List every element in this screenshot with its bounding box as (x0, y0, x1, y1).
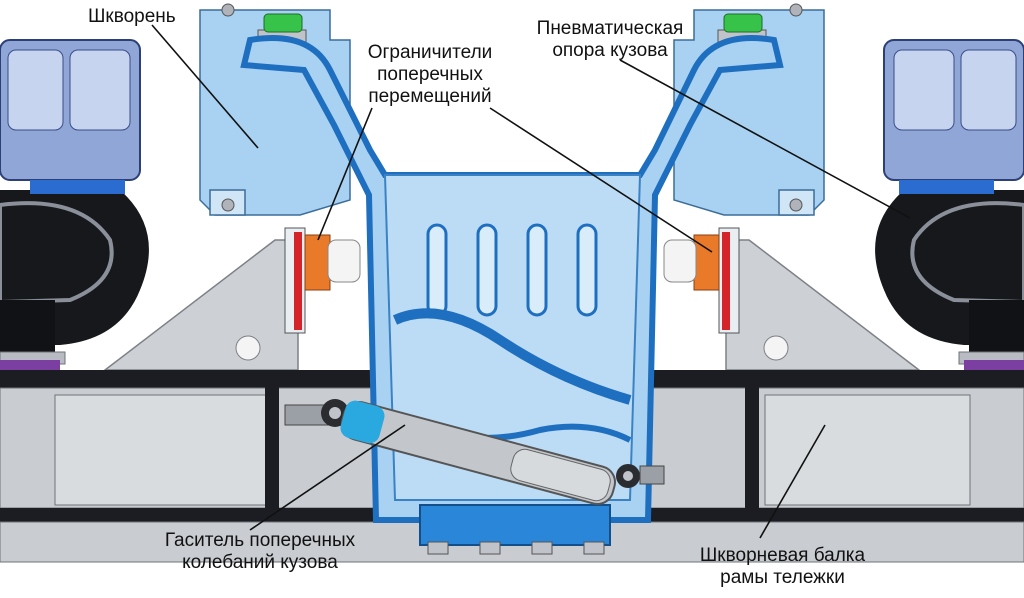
kingpin-housing (240, 35, 784, 555)
pillar-hole-right (763, 335, 789, 361)
label-lateral-limiters-line-1: Ограничители (367, 42, 493, 63)
left-air-spring (0, 39, 149, 365)
label-lateral-damper-line-1: Гаситель поперечных (164, 530, 356, 551)
label-bogie-bolster-line-2: рамы тележки (720, 567, 845, 588)
label-lateral-damper: Гаситель поперечных колебаний кузова (150, 530, 370, 574)
label-bogie-bolster-line-1: Шкворневая балка (699, 545, 866, 566)
leader-lines (151, 24, 911, 539)
label-lateral-limiters-line-2: поперечных (377, 64, 483, 85)
label-bogie-bolster: Шкворневая балка рамы тележки (690, 545, 875, 589)
right-air-spring (875, 39, 1024, 365)
lateral-limiters (284, 227, 740, 334)
label-air-spring: Пневматическая опора кузова (520, 18, 700, 62)
label-air-spring-line-1: Пневматическая (536, 18, 684, 39)
label-kingpin: Шкворень (88, 6, 176, 27)
label-air-spring-line-2: опора кузова (552, 40, 668, 61)
label-lateral-limiters-line-3: перемещений (368, 86, 492, 107)
pillar-hole-left (235, 335, 261, 361)
label-lateral-limiters: Ограничители поперечных перемещений (360, 42, 500, 108)
lateral-damper (284, 399, 665, 505)
label-lateral-damper-line-2: колебаний кузова (182, 552, 338, 573)
